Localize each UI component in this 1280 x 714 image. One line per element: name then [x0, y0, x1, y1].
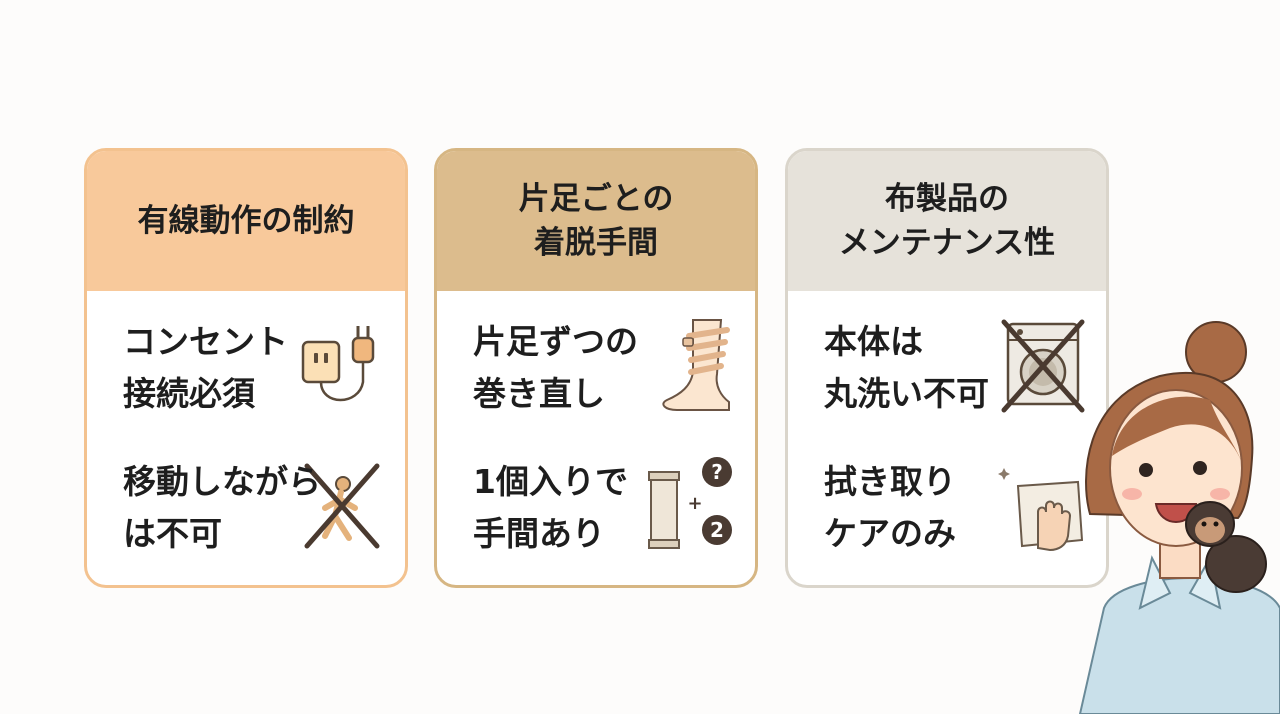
card-header: 有線動作の制約 — [87, 151, 405, 291]
card-title: 片足ごとの 着脱手間 — [518, 181, 674, 261]
wrapped-leg-icon — [662, 319, 730, 411]
woman-illustration — [1078, 321, 1280, 714]
monkey-icon — [1185, 501, 1267, 593]
plus-label: + — [687, 493, 703, 514]
card-header: 布製品の メンテナンス性 — [788, 151, 1106, 291]
item-text: 移動しながら は不可 — [123, 462, 321, 553]
list-item: 移動しながら は不可 — [123, 456, 391, 566]
single-pack-icon: ? + 2 — [647, 456, 737, 556]
wipe-cloth-icon — [998, 468, 1084, 552]
item-text: 拭き取り ケアのみ — [824, 462, 956, 553]
card-fabric-maintenance: 布製品の メンテナンス性 本体は 丸洗い不可 拭き取り ケアのみ — [785, 148, 1109, 588]
no-washing-machine-icon — [1001, 319, 1085, 413]
card-each-leg-attach: 片足ごとの 着脱手間 片足ずつの 巻き直し 1個入りで 手間あり ? + 2 — [434, 148, 758, 588]
list-item: 1個入りで 手間あり ? + 2 — [473, 456, 741, 566]
question-mark-label: ? — [711, 460, 723, 484]
list-item: 本体は 丸洗い不可 — [824, 316, 1092, 426]
list-item: 拭き取り ケアのみ — [824, 456, 1092, 566]
item-text: コンセント 接続必須 — [123, 322, 288, 413]
list-item: 片足ずつの 巻き直し — [473, 316, 741, 426]
no-walking-icon — [304, 463, 380, 549]
number-two-label: 2 — [710, 518, 724, 542]
item-text: 片足ずつの 巻き直し — [473, 322, 638, 413]
card-header: 片足ごとの 着脱手間 — [437, 151, 755, 291]
list-item: コンセント 接続必須 — [123, 316, 391, 426]
card-title: 布製品の メンテナンス性 — [838, 181, 1056, 261]
item-text: 本体は 丸洗い不可 — [824, 322, 989, 413]
item-text: 1個入りで 手間あり — [473, 462, 628, 553]
card-title: 有線動作の制約 — [137, 203, 355, 239]
card-wired-operation: 有線動作の制約 コンセント 接続必須 移動しながら は不可 — [84, 148, 408, 588]
power-plug-icon — [301, 326, 375, 402]
